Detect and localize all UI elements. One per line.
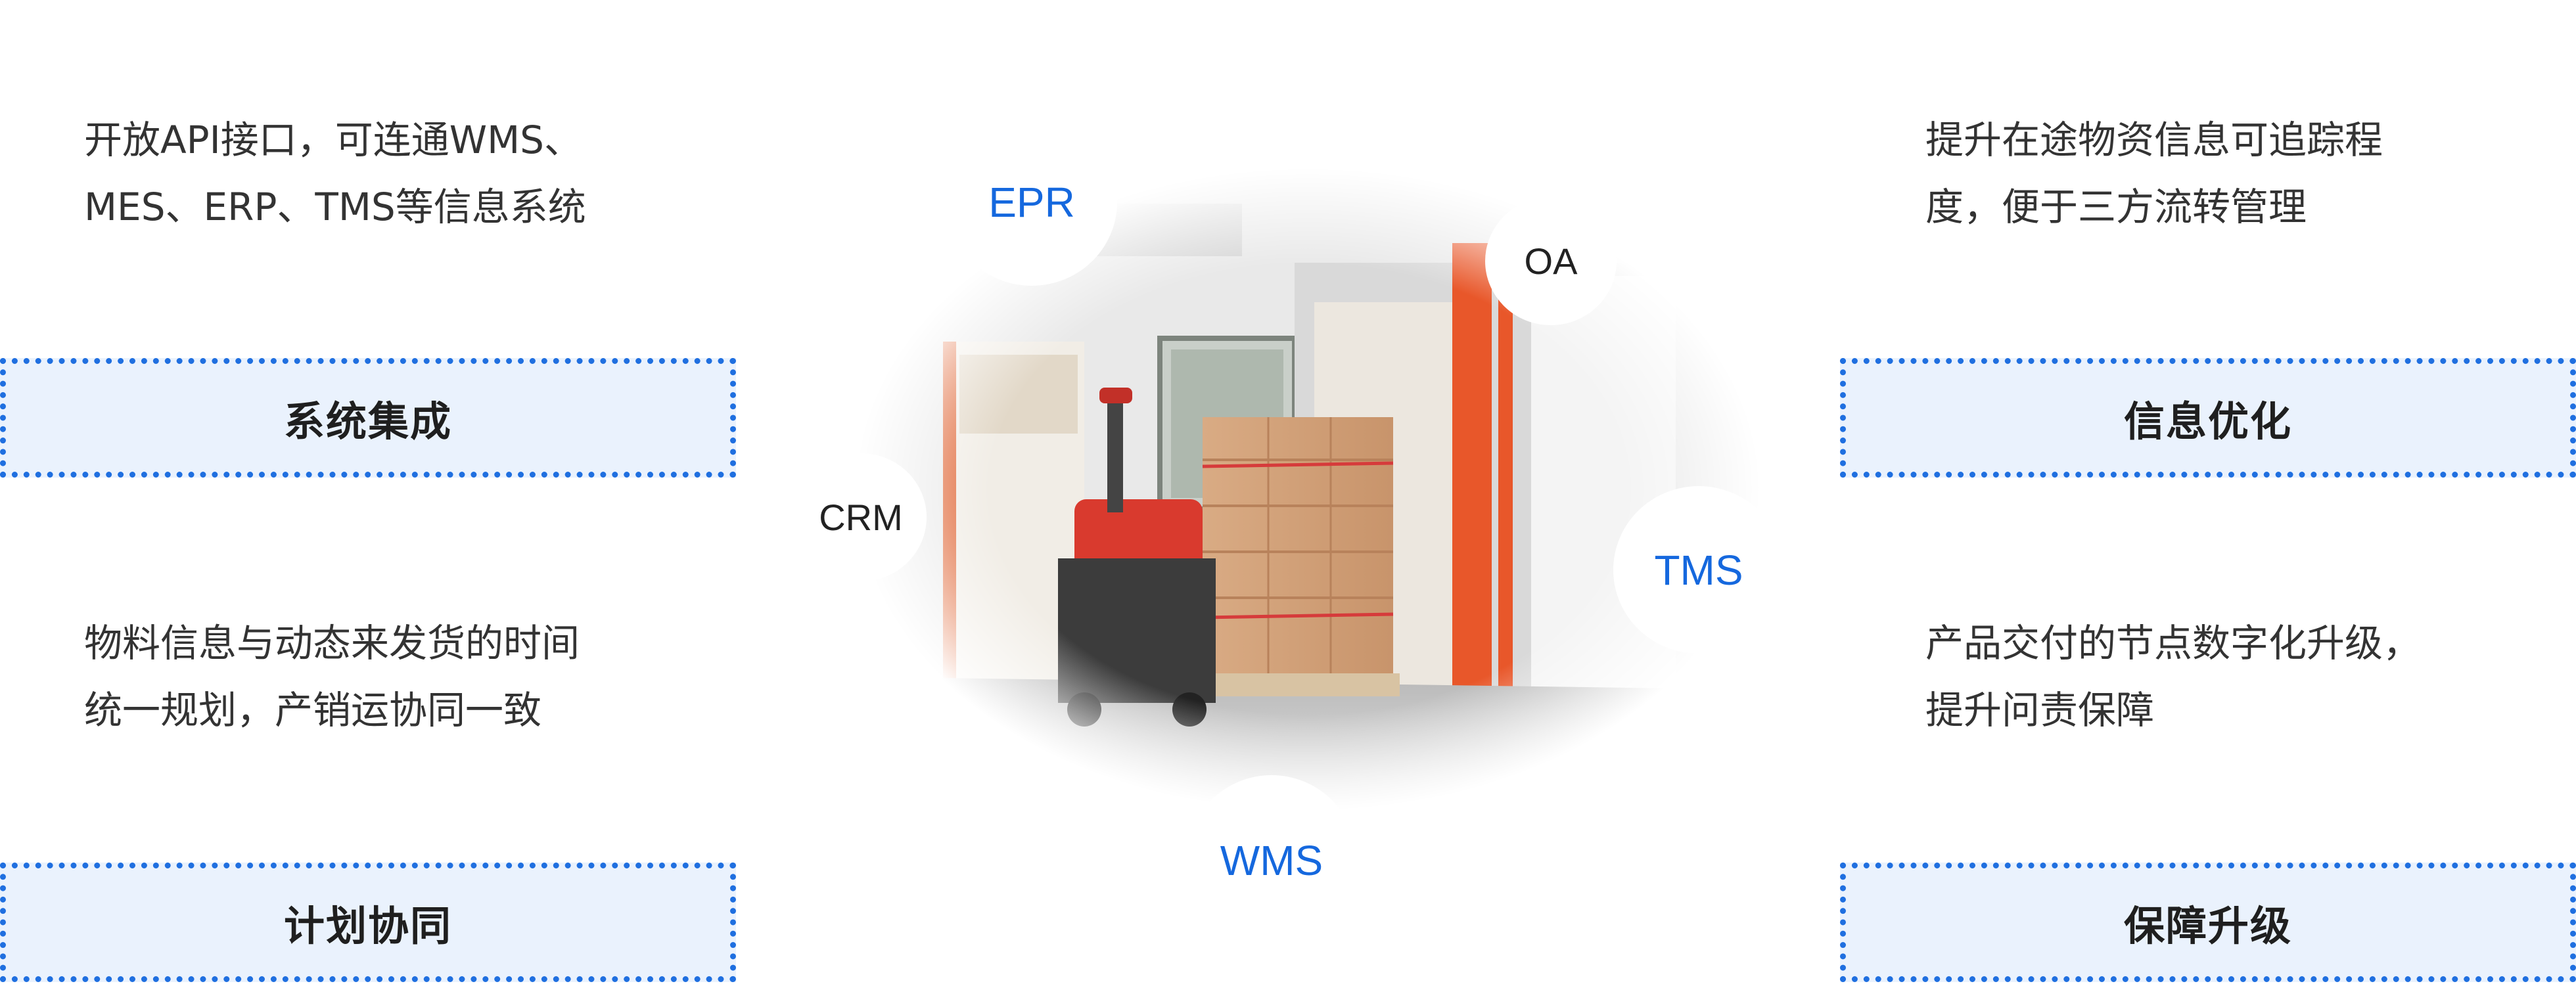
tms-label: TMS (1654, 546, 1743, 594)
epr-bubble: EPR (946, 118, 1117, 286)
integration-description: 开放API接口，可连通WMS、 MES、ERP、TMS等信息系统 (84, 106, 586, 240)
integration-description-line-1: 开放API接口，可连通WMS、 (84, 118, 582, 162)
guarantee-description: 产品交付的节点数字化升级， 提升问责保障 (1925, 610, 2421, 744)
info-optimization-description-line-1: 提升在途物资信息可追踪程 (1925, 118, 2383, 162)
wms-bubble: WMS (1186, 775, 1357, 946)
info-optimization-description-line-2: 度，便于三方流转管理 (1925, 185, 2307, 229)
guarantee-upgrade-title: 保障升级 (2123, 902, 2292, 950)
wms-label: WMS (1220, 837, 1323, 884)
guarantee-description-line-2: 提升问责保障 (1925, 688, 2155, 732)
guarantee-description-line-1: 产品交付的节点数字化升级， (1925, 621, 2422, 665)
epr-label: EPR (988, 178, 1075, 226)
system-integration-card: 系统集成 (0, 358, 736, 478)
tms-bubble: TMS (1613, 486, 1784, 654)
crm-label: CRM (819, 497, 903, 538)
info-optimization-card: 信息优化 (1840, 358, 2576, 478)
guarantee-upgrade-card: 保障升级 (1840, 863, 2576, 982)
system-integration-title: 系统集成 (283, 397, 452, 445)
info-optimization-description: 提升在途物资信息可追踪程 度，便于三方流转管理 (1925, 106, 2383, 240)
oa-label: OA (1524, 240, 1578, 282)
oa-bubble: OA (1485, 197, 1617, 325)
plan-collaboration-card: 计划协同 (0, 863, 736, 982)
planning-description: 物料信息与动态来发货的时间 统一规划，产销运协同一致 (84, 610, 580, 744)
crm-bubble: CRM (795, 453, 927, 581)
integration-description-line-2: MES、ERP、TMS等信息系统 (84, 185, 586, 229)
planning-description-line-2: 统一规划，产销运协同一致 (84, 688, 542, 732)
planning-description-line-1: 物料信息与动态来发货的时间 (84, 621, 580, 665)
plan-collaboration-title: 计划协同 (283, 902, 452, 950)
info-optimization-title: 信息优化 (2123, 397, 2292, 445)
